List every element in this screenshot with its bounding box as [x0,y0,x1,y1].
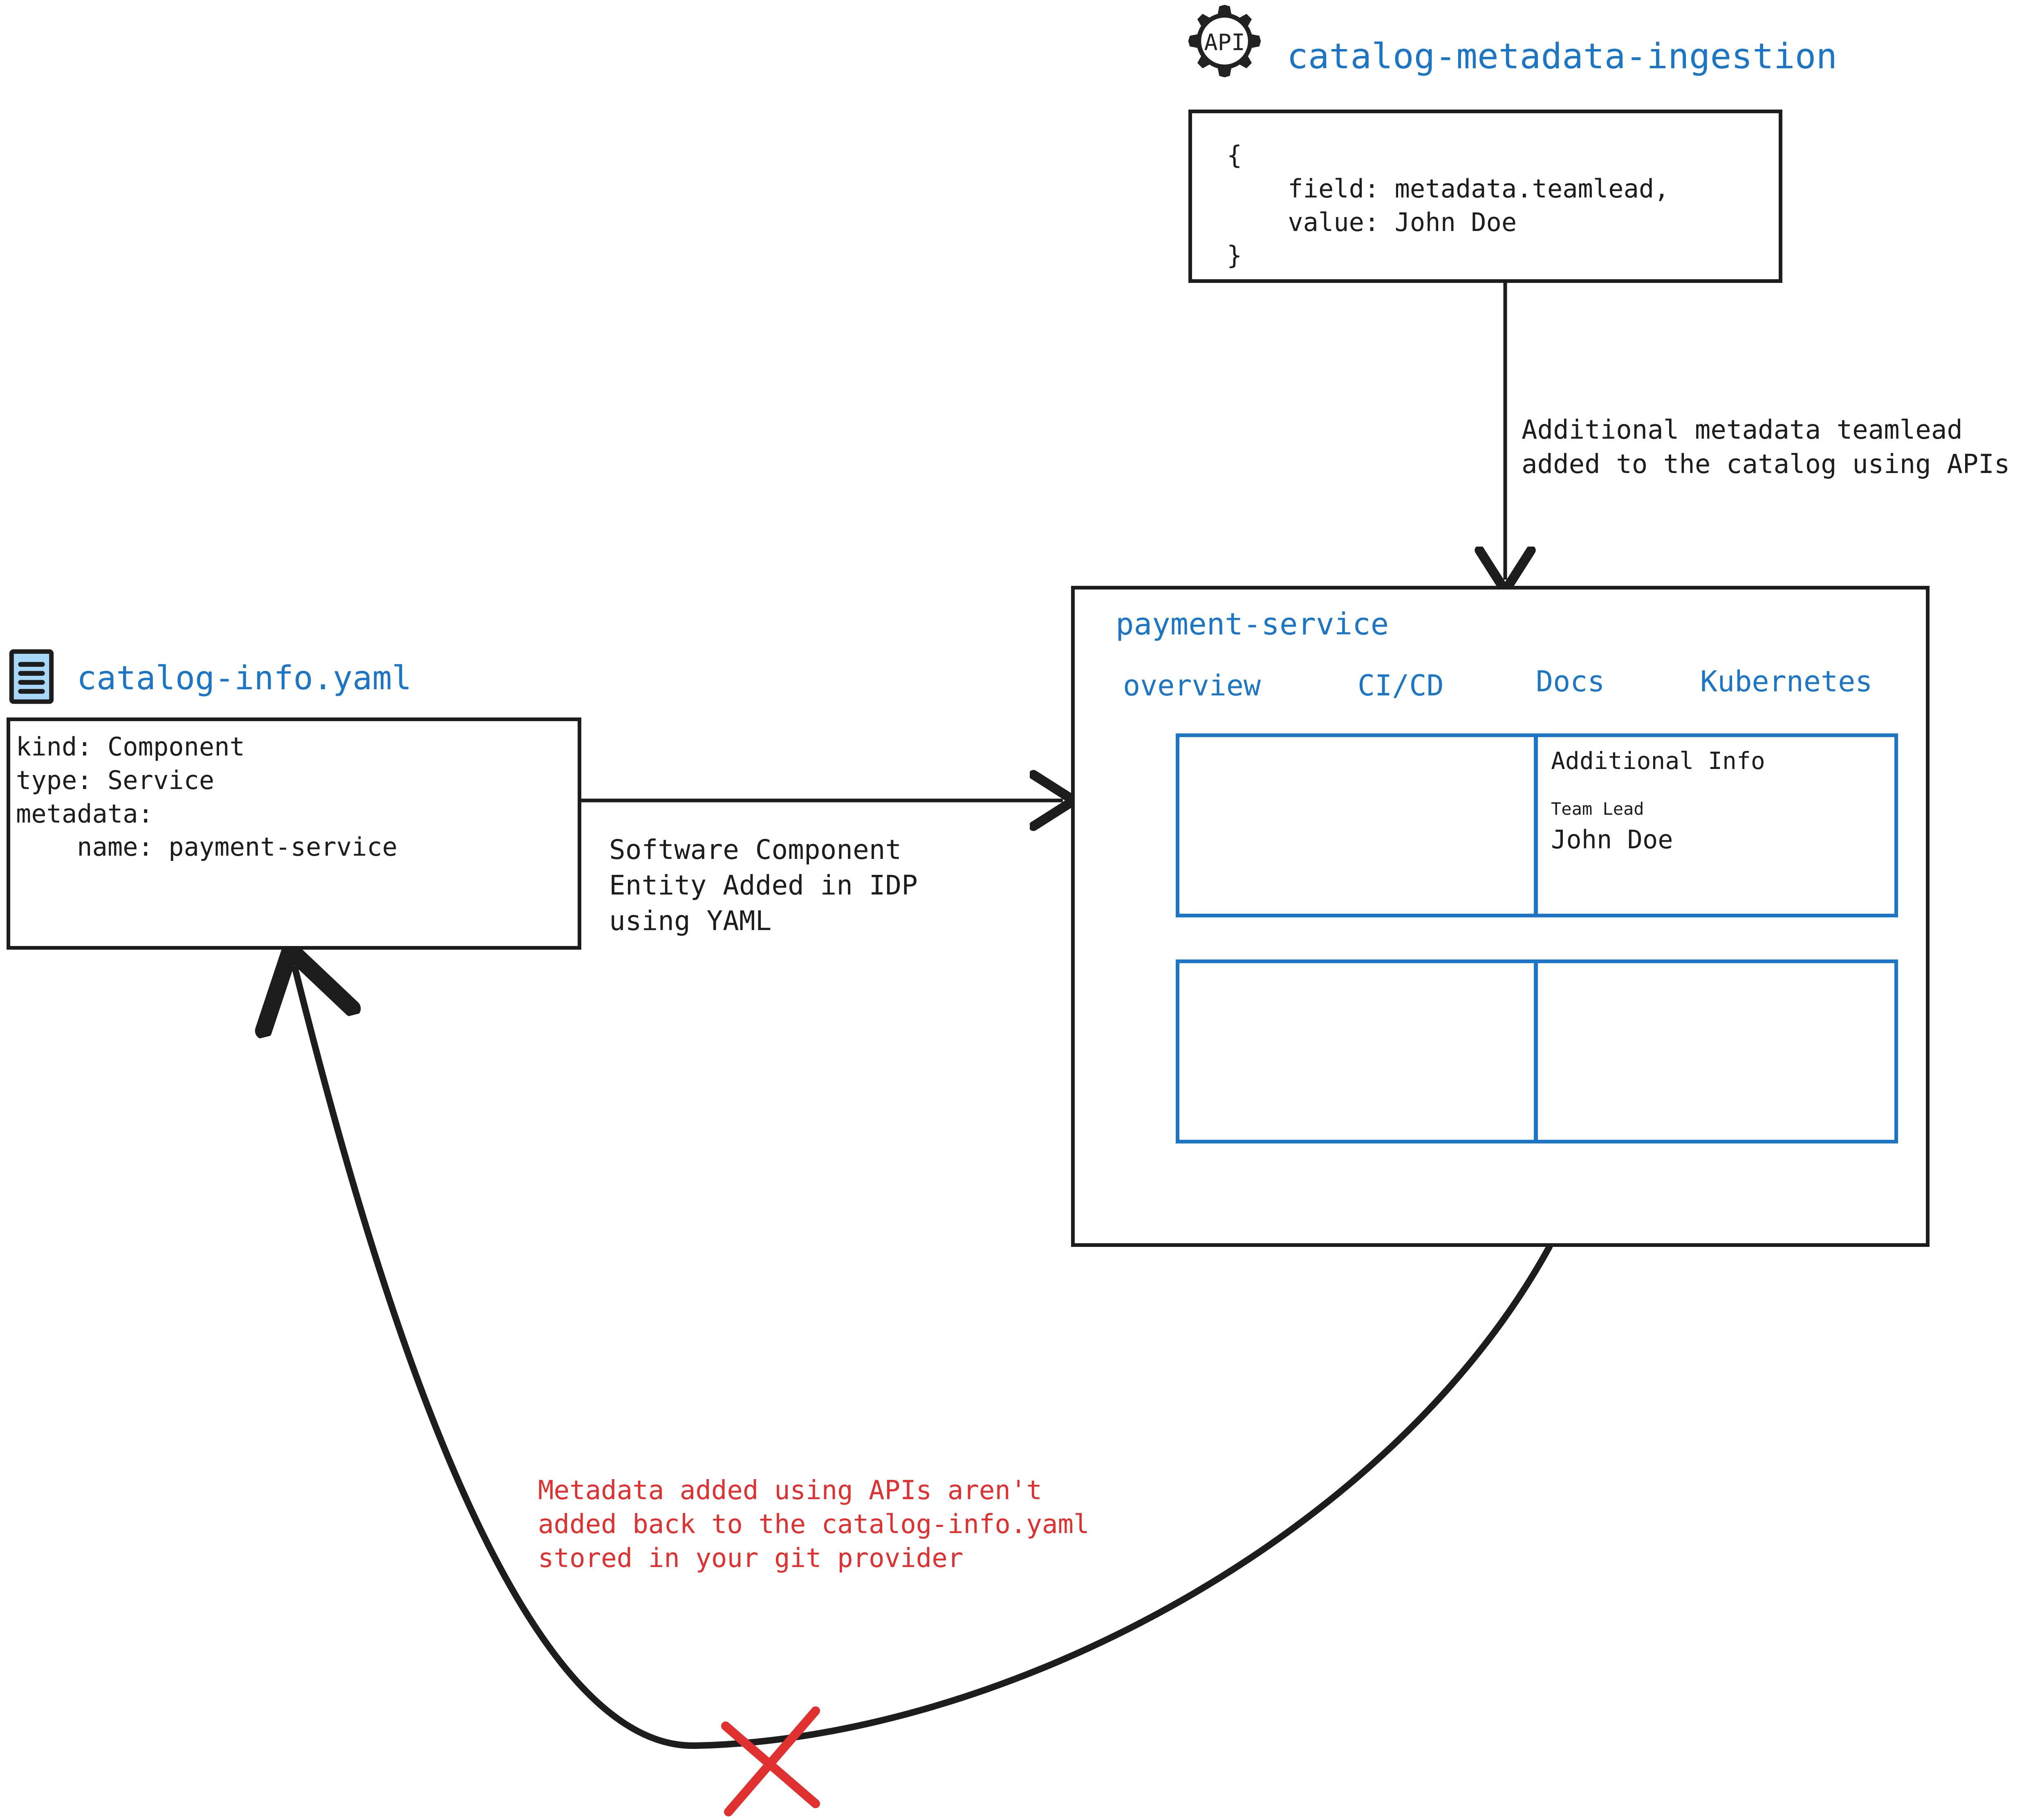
api-payload-box: { field: metadata.teamlead, value: John … [1188,110,1782,283]
yaml-content-code: kind: Component type: Service metadata: … [16,732,398,862]
yaml-node-title: catalog-info.yaml [77,659,412,697]
tab-cicd[interactable]: CI/CD [1358,669,1444,702]
edge-api-to-catalog-label: Additional metadata teamlead added to th… [1522,415,2010,480]
additional-info-card[interactable]: Additional Info Team Lead John Doe [1534,733,1898,917]
api-payload-code: { field: metadata.teamlead, value: John … [1227,140,1670,271]
team-lead-value: John Doe [1551,825,1673,854]
yaml-content-box: kind: Component type: Service metadata: … [7,717,581,950]
bottom-right-card[interactable] [1534,959,1898,1143]
tab-kubernetes[interactable]: Kubernetes [1700,665,1873,698]
api-node-title: catalog-metadata-ingestion [1287,36,1838,77]
additional-info-heading: Additional Info [1551,747,1765,775]
tab-docs[interactable]: Docs [1536,665,1605,698]
api-icon-label: API [1204,29,1245,56]
bottom-left-card[interactable] [1176,959,1537,1143]
catalog-entity-panel: payment-service overview CI/CD Docs Kube… [1071,586,1930,1247]
api-icon: API [1187,3,1262,81]
team-lead-label: Team Lead [1551,799,1644,819]
edge-yaml-to-catalog-label: Software Component Entity Added in IDP u… [609,834,918,937]
red-x-blocked-icon [721,1706,820,1816]
blocked-sync-note: Metadata added using APIs aren't added b… [538,1475,1089,1574]
tab-overview[interactable]: overview [1123,669,1261,702]
overview-card[interactable] [1176,733,1537,917]
yaml-file-icon [9,648,54,707]
catalog-panel-title: payment-service [1116,607,1389,642]
